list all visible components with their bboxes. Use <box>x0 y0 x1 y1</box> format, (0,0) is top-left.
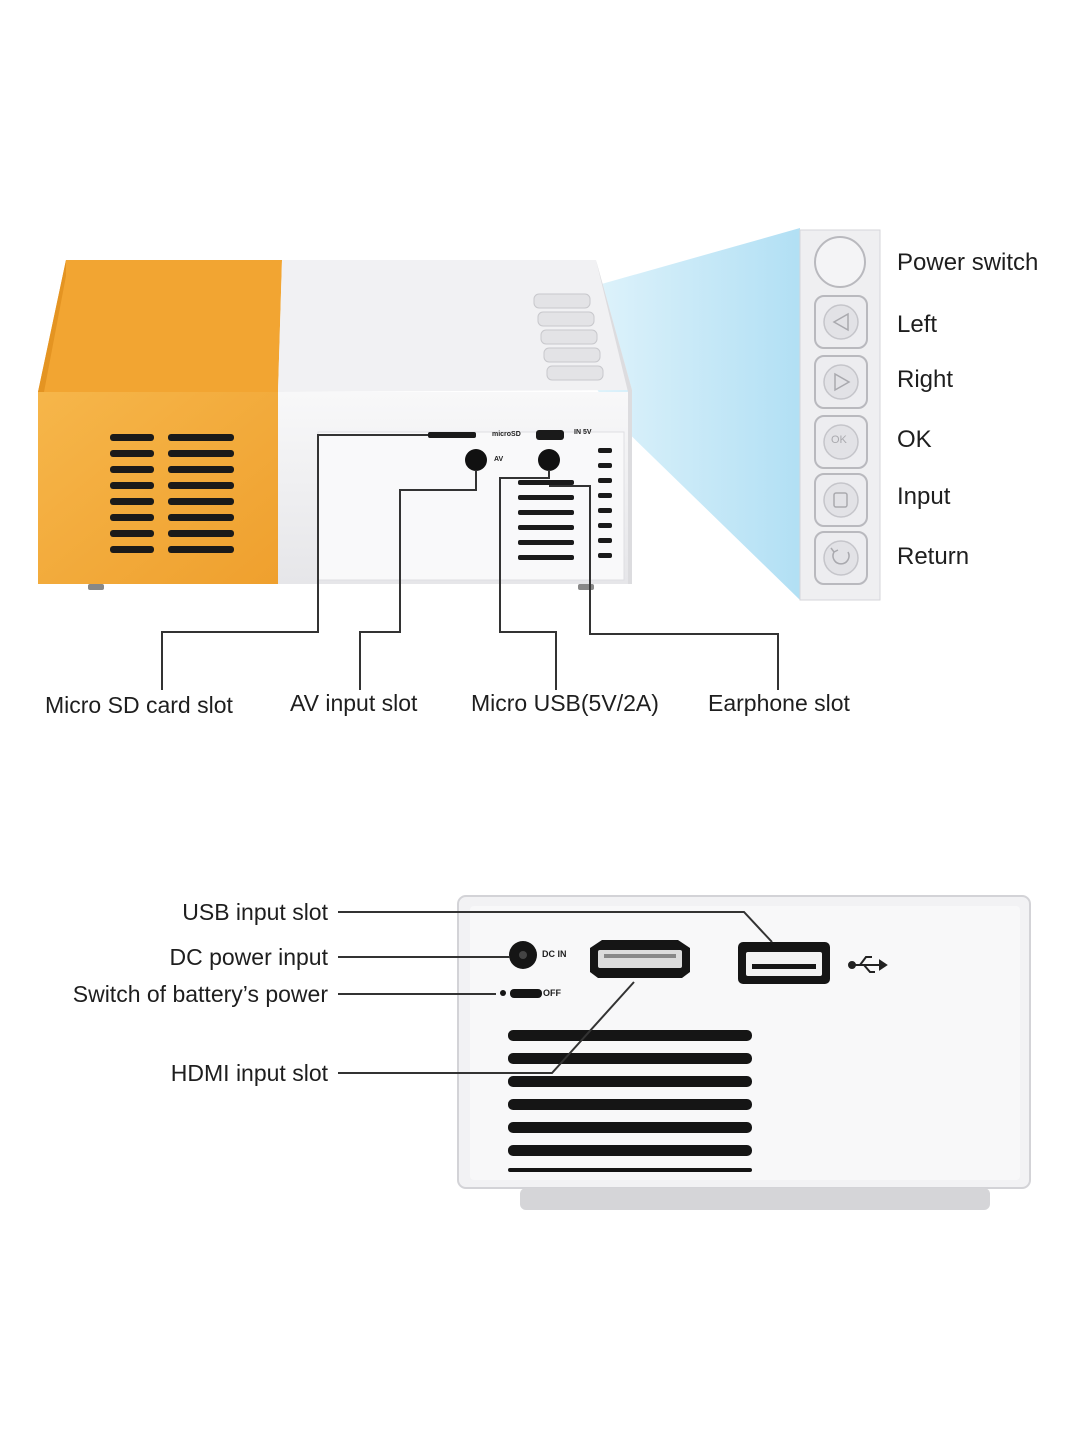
return-icon <box>830 547 850 565</box>
label-hdmi-input-slot: HDMI input slot <box>170 1060 328 1086</box>
label-micro-sd-slot: Micro SD card slot <box>45 692 233 718</box>
dcin-marking: DC IN <box>542 949 567 959</box>
battery-switch <box>510 989 542 998</box>
top-leader-lines <box>161 434 779 690</box>
back-vent <box>508 1030 752 1172</box>
projector-white-housing <box>88 260 632 590</box>
usb-symbol-icon <box>848 956 888 973</box>
microsd-slot <box>428 432 476 438</box>
av-marking: AV <box>494 456 504 463</box>
back-leader-lines <box>338 911 773 1074</box>
label-micro-usb: Micro USB(5V/2A) <box>471 690 659 716</box>
ok-icon: OK <box>831 434 847 446</box>
off-marking: OFF <box>543 988 561 998</box>
control-label-ok: OK <box>897 426 932 453</box>
input-icon <box>833 492 848 508</box>
left-arrow-icon <box>832 312 849 332</box>
control-button-faces <box>823 304 859 576</box>
right-arrow-icon <box>834 372 851 392</box>
white-vent <box>518 448 612 560</box>
label-av-input-slot: AV input slot <box>290 690 418 716</box>
orange-vent <box>110 434 234 553</box>
microsd-marking: microSD <box>492 431 521 438</box>
control-label-return: Return <box>897 543 970 570</box>
microusb-port <box>536 430 564 440</box>
projector-back-housing <box>457 895 1031 1210</box>
earphone-jack <box>538 449 560 471</box>
label-dc-power-input: DC power input <box>169 944 328 970</box>
projector-orange-housing <box>38 260 282 584</box>
label-earphone-slot: Earphone slot <box>708 690 850 716</box>
control-label-left: Left <box>897 311 938 338</box>
control-label-right: Right <box>897 366 954 393</box>
label-usb-input-slot: USB input slot <box>182 899 328 925</box>
in5v-marking: IN 5V <box>574 429 592 436</box>
label-battery-switch: Switch of battery’s power <box>72 981 328 1007</box>
control-label-input: Input <box>897 483 951 510</box>
control-label-power-switch: Power switch <box>897 249 1039 276</box>
av-jack <box>465 449 487 471</box>
top-buttons-strip <box>533 293 604 381</box>
